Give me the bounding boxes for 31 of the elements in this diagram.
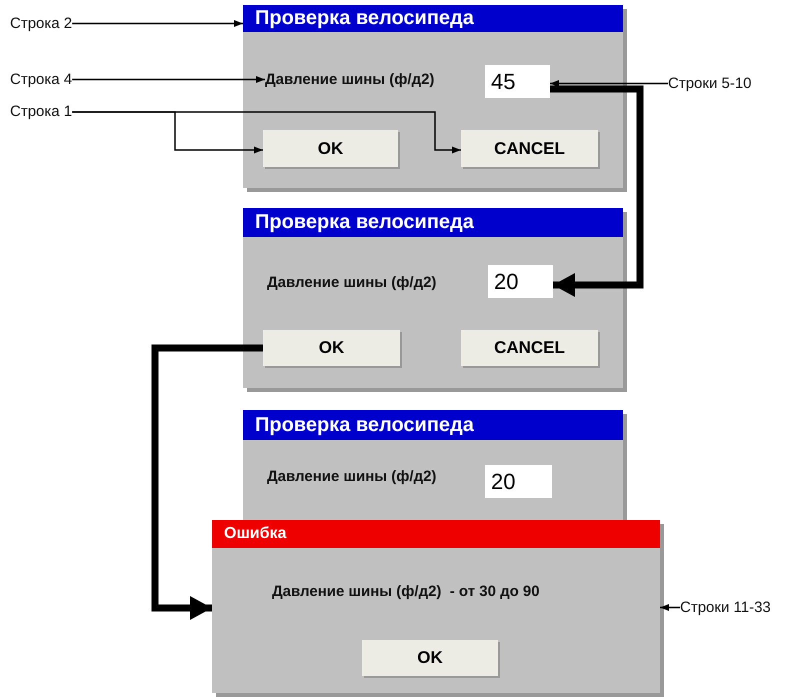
- arrow: [72, 76, 265, 83]
- field-label: Давление шины (ф/д2): [265, 71, 434, 88]
- input-field: 45: [485, 65, 550, 98]
- annotation-label: Строка 1: [10, 103, 72, 120]
- title-bar: Ошибка: [212, 520, 660, 548]
- arrow: [72, 111, 461, 154]
- field-label: Давление шины (ф/д2): [267, 468, 436, 485]
- dialog-button: OK: [263, 330, 400, 366]
- title-bar: Проверка велосипеда: [243, 208, 623, 237]
- input-field: 20: [485, 465, 552, 498]
- dialog-window: [212, 520, 660, 693]
- field-label: Давление шины (ф/д2) - от 30 до 90: [272, 583, 540, 600]
- dialog-window: [243, 5, 623, 188]
- arrow: [660, 604, 680, 611]
- dialog-button: OK: [362, 640, 498, 676]
- annotation-label: Строка 2: [10, 15, 72, 32]
- dialog-button: CANCEL: [461, 330, 598, 366]
- input-field: 20: [488, 265, 553, 298]
- field-label: Давление шины (ф/д2): [267, 274, 436, 291]
- arrow: [72, 20, 243, 27]
- arrow: [550, 80, 668, 87]
- annotation-label: Строки 11-33: [680, 599, 771, 616]
- arrow: [550, 86, 644, 297]
- annotation-label: Строки 5-10: [668, 75, 752, 92]
- dialog-button: OK: [263, 130, 398, 167]
- title-bar: Проверка велосипеда: [243, 5, 623, 32]
- arrow: [152, 344, 263, 620]
- dialog-button: CANCEL: [461, 130, 598, 167]
- title-bar: Проверка велосипеда: [243, 410, 623, 440]
- dialog-window: [243, 208, 623, 388]
- annotation-label: Строка 4: [10, 71, 72, 88]
